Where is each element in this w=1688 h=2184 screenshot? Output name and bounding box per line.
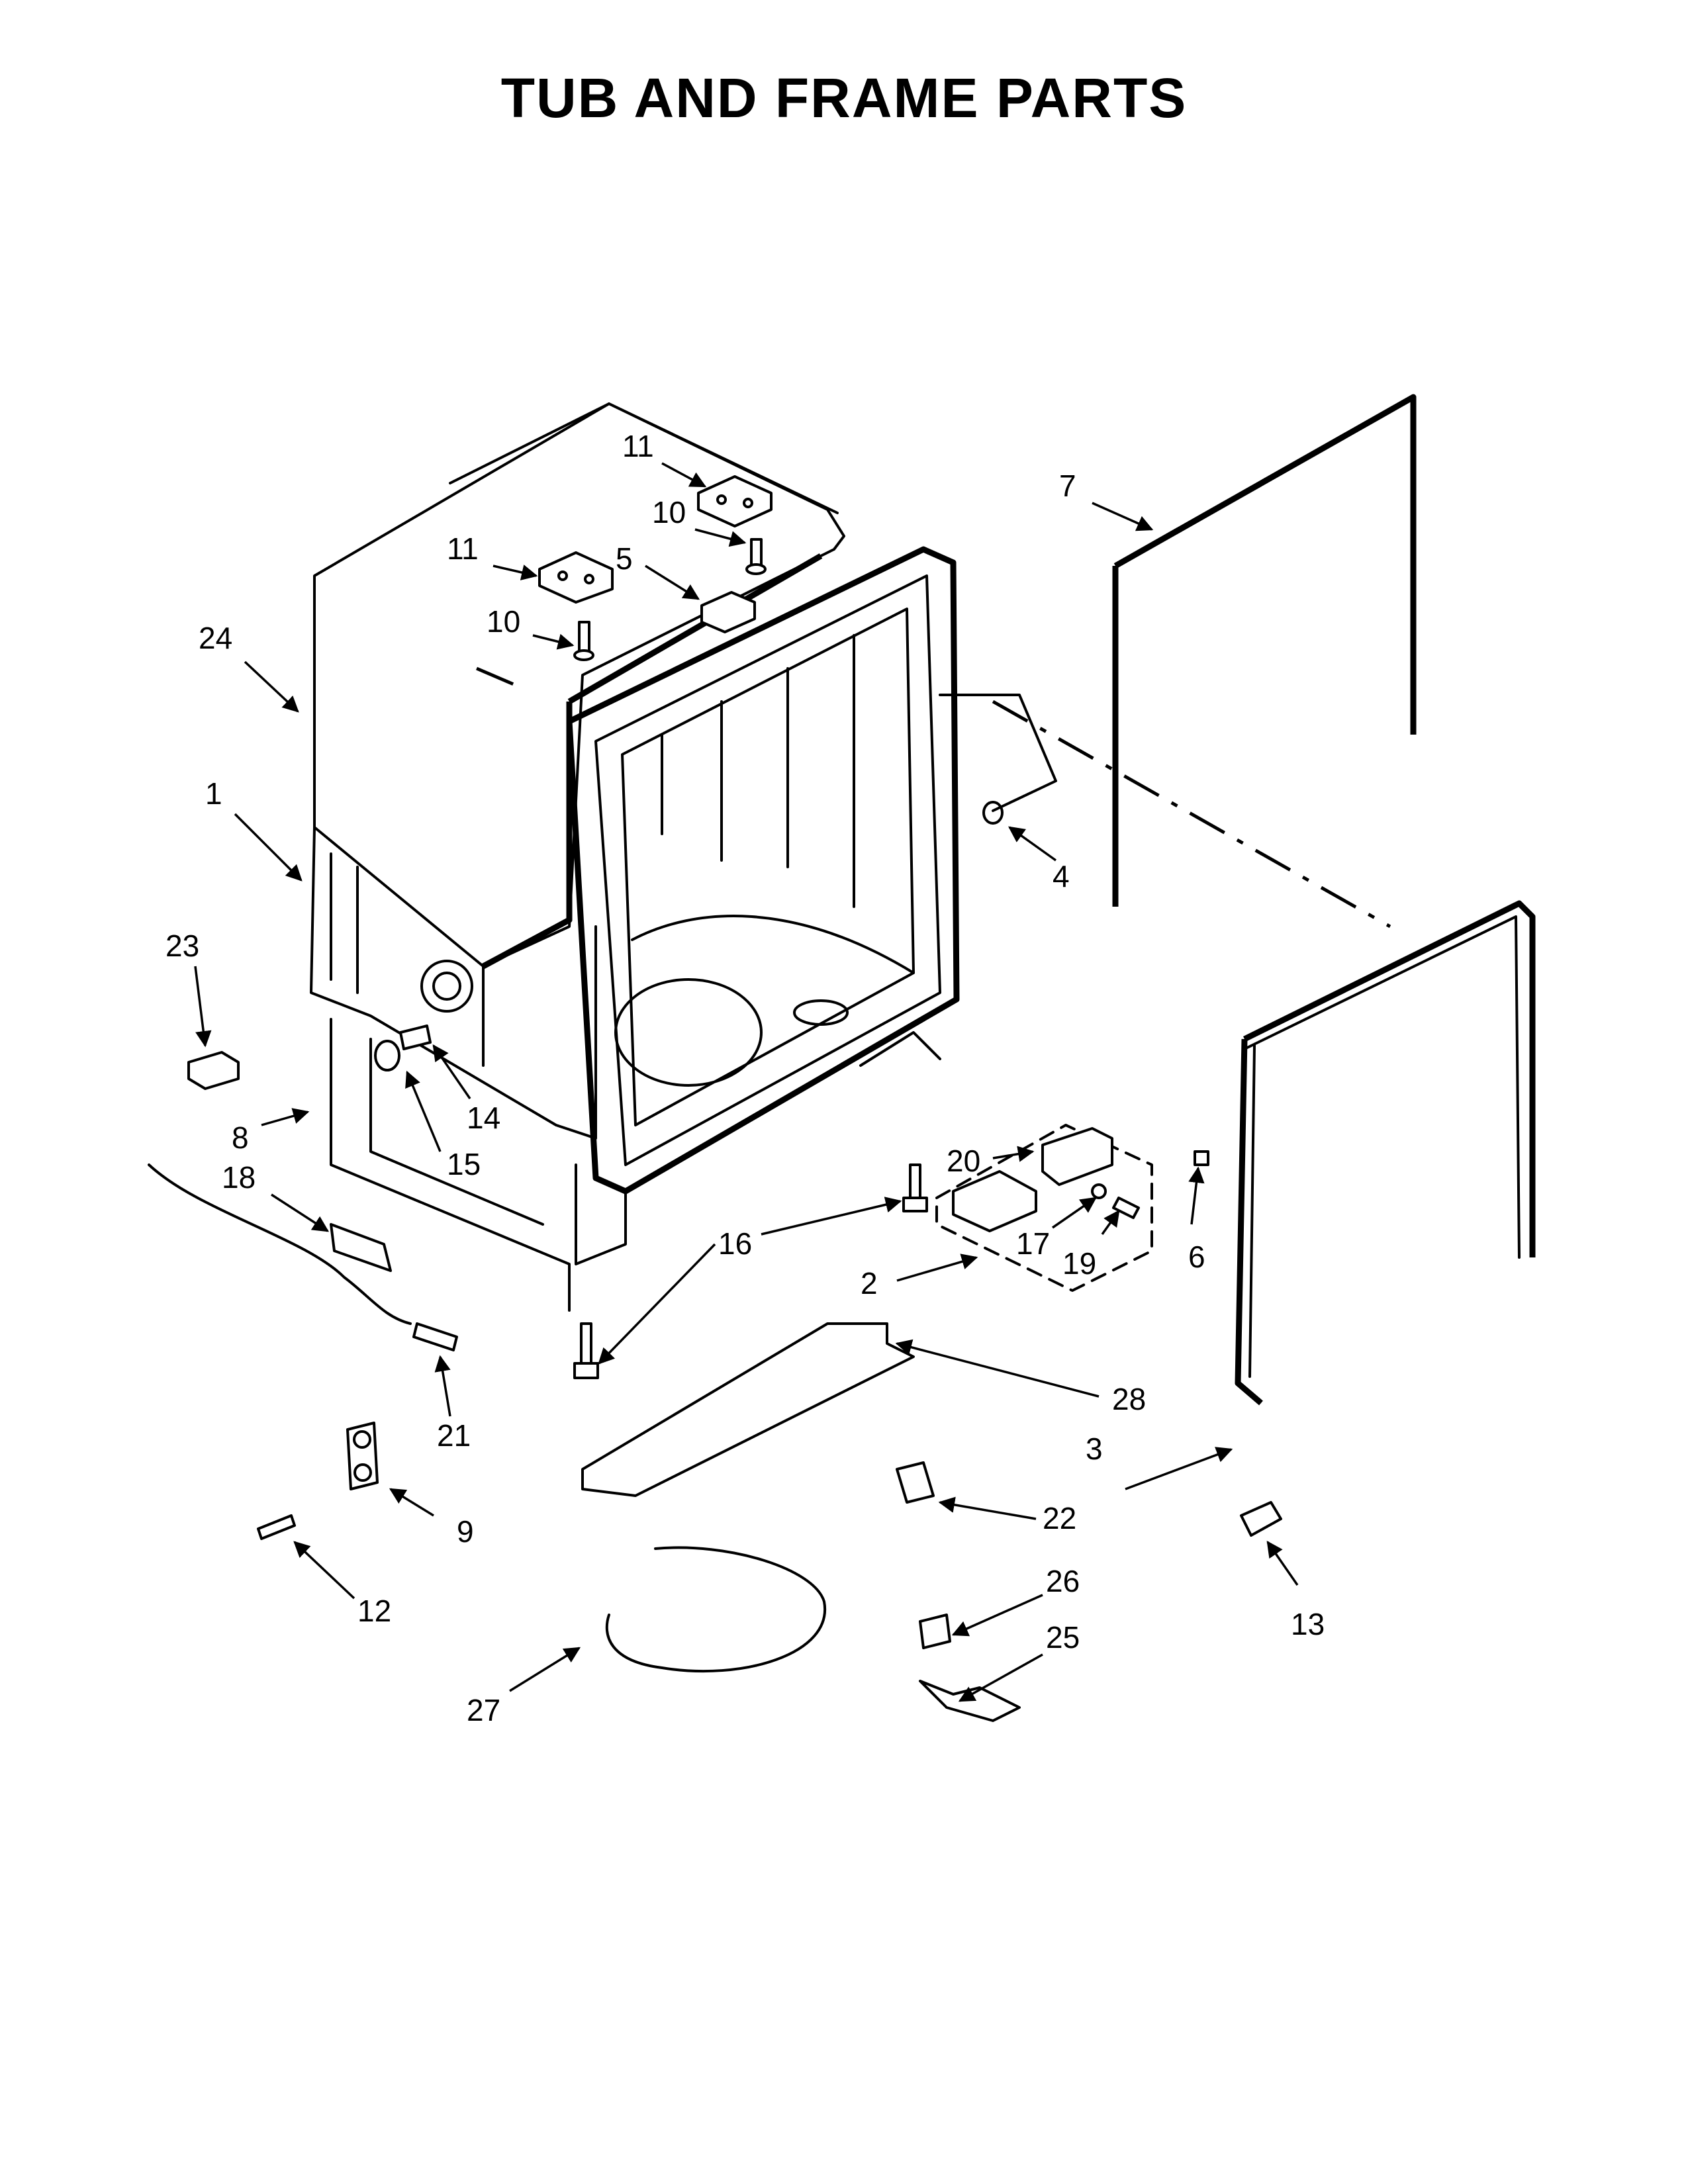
shoulder-screw bbox=[1112, 1197, 1140, 1219]
hinge-cover bbox=[1041, 1127, 1113, 1186]
hinge-bracket-lower bbox=[538, 551, 614, 604]
part-14 bbox=[399, 1024, 432, 1050]
callout-26: 26 bbox=[1046, 1564, 1080, 1598]
callout-25: 25 bbox=[1046, 1620, 1080, 1655]
screw-6 bbox=[1194, 1150, 1209, 1166]
callout-13: 13 bbox=[1291, 1607, 1325, 1641]
leveling-leg-left bbox=[573, 1322, 599, 1379]
callout-9: 9 bbox=[457, 1514, 474, 1549]
callout-16: 16 bbox=[718, 1226, 752, 1261]
callout-2: 2 bbox=[861, 1266, 878, 1300]
connector-21 bbox=[412, 1322, 458, 1351]
hinge-body bbox=[952, 1170, 1037, 1232]
tub-assembly bbox=[310, 402, 960, 1312]
hinge-bracket bbox=[538, 551, 614, 604]
hose-27 bbox=[605, 1546, 827, 1673]
leveling-leg-right bbox=[902, 1163, 928, 1212]
callout-8: 8 bbox=[232, 1120, 249, 1155]
base-plate bbox=[581, 1322, 915, 1497]
clip-22 bbox=[896, 1461, 935, 1504]
part-13 bbox=[1240, 1501, 1282, 1537]
callout-22: 22 bbox=[1043, 1501, 1076, 1535]
part-26 bbox=[919, 1614, 951, 1649]
screw-12 bbox=[257, 1514, 296, 1540]
callout-1: 1 bbox=[205, 776, 222, 811]
callout-28: 28 bbox=[1112, 1382, 1146, 1416]
callout-11: 11 bbox=[622, 429, 654, 463]
callout-21: 21 bbox=[437, 1418, 471, 1453]
callout-10: 10 bbox=[652, 495, 686, 529]
part-block-23 bbox=[187, 1051, 240, 1090]
hinge-bracket-upper bbox=[697, 475, 773, 527]
callout-11: 11 bbox=[447, 531, 479, 566]
top-bracket bbox=[700, 591, 756, 633]
spring bbox=[330, 1223, 392, 1272]
spring-cable bbox=[148, 1163, 412, 1325]
callout-12: 12 bbox=[357, 1594, 391, 1628]
callout-4: 4 bbox=[1053, 859, 1070, 893]
door-gasket-top bbox=[1113, 394, 1417, 735]
callout-5: 5 bbox=[616, 541, 633, 576]
bracket-25 bbox=[919, 1680, 1021, 1722]
callout-24: 24 bbox=[199, 621, 232, 655]
screw-upper bbox=[745, 538, 767, 575]
callout-17: 17 bbox=[1016, 1226, 1050, 1261]
callout-23: 23 bbox=[165, 929, 199, 963]
callout-labels: 11 10 11 10 5 24 1 7 4 23 8 14 15 18 21 … bbox=[165, 429, 1325, 1727]
hinge-kit-outline bbox=[935, 1124, 1153, 1292]
plug bbox=[982, 801, 1004, 825]
callout-19: 19 bbox=[1062, 1246, 1096, 1281]
part-15 bbox=[374, 1040, 400, 1071]
screw-lower bbox=[573, 621, 594, 661]
callout-7: 7 bbox=[1059, 469, 1076, 503]
callout-27: 27 bbox=[467, 1693, 500, 1727]
page-title: TUB AND FRAME PARTS bbox=[500, 67, 1188, 129]
callout-6: 6 bbox=[1188, 1240, 1205, 1274]
leader-lines bbox=[194, 462, 1299, 1702]
washer bbox=[1091, 1183, 1107, 1199]
callout-14: 14 bbox=[467, 1101, 500, 1135]
callout-18: 18 bbox=[222, 1160, 256, 1195]
callout-10: 10 bbox=[487, 604, 520, 639]
callout-15: 15 bbox=[447, 1147, 481, 1181]
tub-gasket-u bbox=[1243, 900, 1536, 1257]
callout-3: 3 bbox=[1086, 1432, 1103, 1466]
callout-20: 20 bbox=[947, 1144, 980, 1178]
